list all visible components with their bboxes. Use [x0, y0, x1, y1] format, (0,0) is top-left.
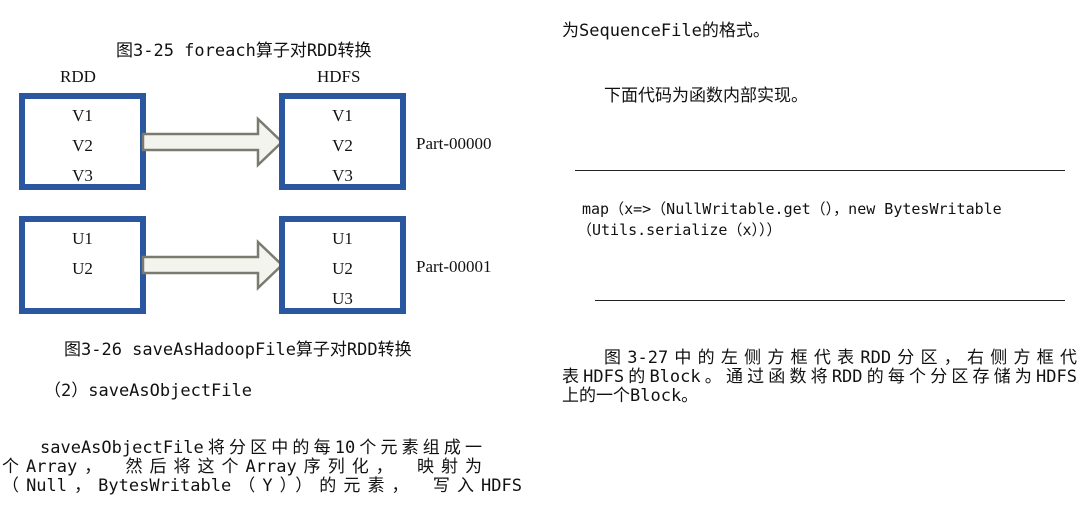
part-label-00000: Part-00000 [416, 134, 492, 153]
rdd-partition-box-2: U1 U2 [19, 216, 146, 314]
hdfs-item: U2 [332, 259, 353, 278]
arrow-right-icon [141, 116, 284, 168]
code-top-rule [575, 170, 1065, 171]
code-intro-line: 下面代码为函数内部实现。 [604, 86, 808, 106]
rdd-item: U1 [72, 229, 93, 248]
hdfs-item: U3 [332, 289, 353, 308]
hdfs-item: V1 [332, 106, 353, 125]
hdfs-column-header: HDFS [317, 67, 361, 86]
paragraph-line: 图3-27中的左侧方框代表RDD分区，右侧方框代 [604, 348, 1077, 368]
figure-3-26-caption: 图3-26 saveAsHadoopFile算子对RDD转换 [64, 340, 412, 360]
paragraph-line: 上的一个Block。 [562, 386, 699, 406]
paragraph-line: 个Array， 然后将这个Array序列化， 映射为 [2, 457, 482, 477]
code-line: （Utils.serialize（x））） [577, 221, 782, 239]
hdfs-item: U1 [332, 229, 353, 248]
arrow-right-icon [141, 239, 284, 291]
paragraph-line: （Null，BytesWritable（Y））的元素， 写入HDFS [2, 476, 522, 496]
rdd-item: V2 [72, 136, 93, 155]
hdfs-block-box-2: U1 U2 U3 [279, 216, 406, 314]
left-paragraph: saveAsObjectFile将分区中的每10个元素组成一 个Array， 然… [2, 439, 522, 496]
section-heading: （2）saveAsObjectFile [44, 381, 252, 401]
code-line: map（x=>（NullWritable.get（），new BytesWrit… [582, 200, 1002, 218]
right-paragraph: 图3-27中的左侧方框代表RDD分区，右侧方框代 表HDFS的Block。通过函… [562, 349, 1077, 406]
hdfs-item: V2 [332, 136, 353, 155]
continuation-line: 为SequenceFile的格式。 [562, 21, 770, 41]
rdd-partition-box-1: V1 V2 V3 [19, 93, 146, 190]
rdd-column-header: RDD [60, 67, 96, 86]
paragraph-line: saveAsObjectFile将分区中的每10个元素组成一 [40, 438, 482, 458]
paragraph-line: 表HDFS的Block。通过函数将RDD的每个分区存储为HDFS [562, 367, 1077, 387]
rdd-item: U2 [72, 259, 93, 278]
figure-3-25-caption: 图3-25 foreach算子对RDD转换 [116, 41, 372, 61]
hdfs-block-box-1: V1 V2 V3 [279, 93, 406, 190]
part-label-00001: Part-00001 [416, 257, 492, 276]
rdd-item: V1 [72, 106, 93, 125]
rdd-item: V3 [72, 166, 93, 185]
code-bottom-rule [595, 300, 1065, 301]
hdfs-item: V3 [332, 166, 353, 185]
